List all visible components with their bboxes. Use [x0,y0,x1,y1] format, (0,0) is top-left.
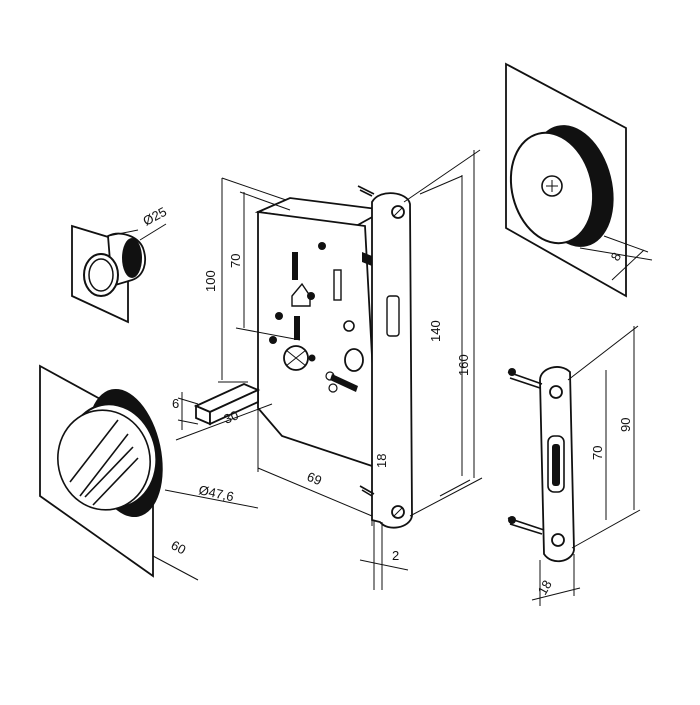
spindle: 6 30 [172,383,273,441]
label-strike-90: 90 [618,418,633,432]
label-faceplate-18: 18 [374,454,389,468]
label-faceplate-160: 160 [456,354,471,376]
label-strike-70: 70 [590,446,605,460]
lock-body-dimensions: 100 70 69 18 2 140 160 [203,149,483,590]
label-handle-diameter: Ø47,6 [197,482,235,504]
strike-plate: 70 90 18 [507,325,641,606]
label-faceplate-140: 140 [428,320,443,342]
label-backset-69: 69 [305,469,324,488]
label-lock-70: 70 [228,254,243,268]
label-spindle-30: 30 [222,407,241,426]
label-lock-100: 100 [203,270,218,292]
label-handle-plate: 60 [169,537,189,557]
label-faceplate-2: 2 [392,548,399,563]
outside-knob: 8 [505,62,653,298]
large-turn-handle: Ø47,6 60 [39,364,259,581]
label-strike-18: 18 [535,577,555,597]
small-flush-pull: Ø25 [71,204,169,324]
lock-body [254,185,413,529]
label-spindle-6: 6 [172,396,179,411]
